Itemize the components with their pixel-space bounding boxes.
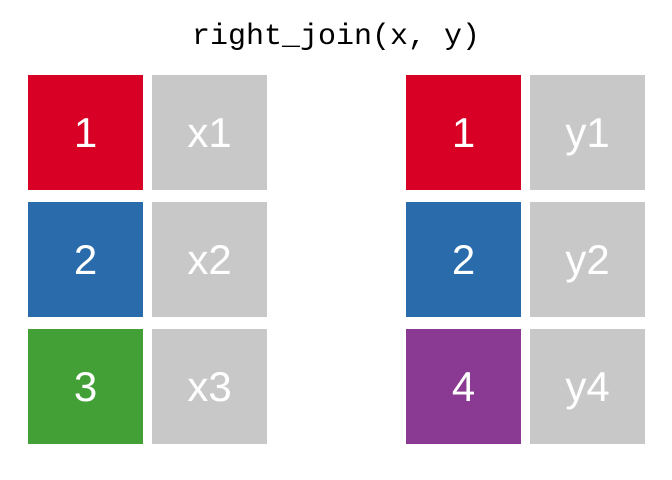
- value-label: x3: [187, 362, 232, 410]
- value-cell: x3: [152, 329, 267, 444]
- value-label: y4: [565, 362, 610, 410]
- table-row: 4 y4: [406, 329, 645, 444]
- table-row: 3 x3: [28, 329, 267, 444]
- value-label: y1: [565, 108, 610, 156]
- value-label: y2: [565, 235, 610, 283]
- key-label: 1: [451, 108, 476, 156]
- key-cell: 4: [406, 329, 521, 444]
- value-cell: y4: [530, 329, 645, 444]
- key-cell: 1: [28, 75, 143, 190]
- page-title: right_join(x, y): [191, 20, 481, 54]
- key-label: 1: [73, 108, 98, 156]
- table-row: 2 x2: [28, 202, 267, 317]
- key-label: 2: [73, 235, 98, 283]
- key-cell: 1: [406, 75, 521, 190]
- value-cell: x1: [152, 75, 267, 190]
- key-label: 4: [451, 362, 476, 410]
- value-cell: y1: [530, 75, 645, 190]
- key-cell: 3: [28, 329, 143, 444]
- table-row: 1 x1: [28, 75, 267, 190]
- value-label: x2: [187, 235, 232, 283]
- key-cell: 2: [28, 202, 143, 317]
- value-cell: y2: [530, 202, 645, 317]
- table-row: 1 y1: [406, 75, 645, 190]
- value-cell: x2: [152, 202, 267, 317]
- key-label: 2: [451, 235, 476, 283]
- key-cell: 2: [406, 202, 521, 317]
- value-label: x1: [187, 108, 232, 156]
- table-y: 1 y1 2 y2 4 y4: [406, 75, 645, 444]
- key-label: 3: [73, 362, 98, 410]
- table-row: 2 y2: [406, 202, 645, 317]
- table-x: 1 x1 2 x2 3 x3: [28, 75, 267, 444]
